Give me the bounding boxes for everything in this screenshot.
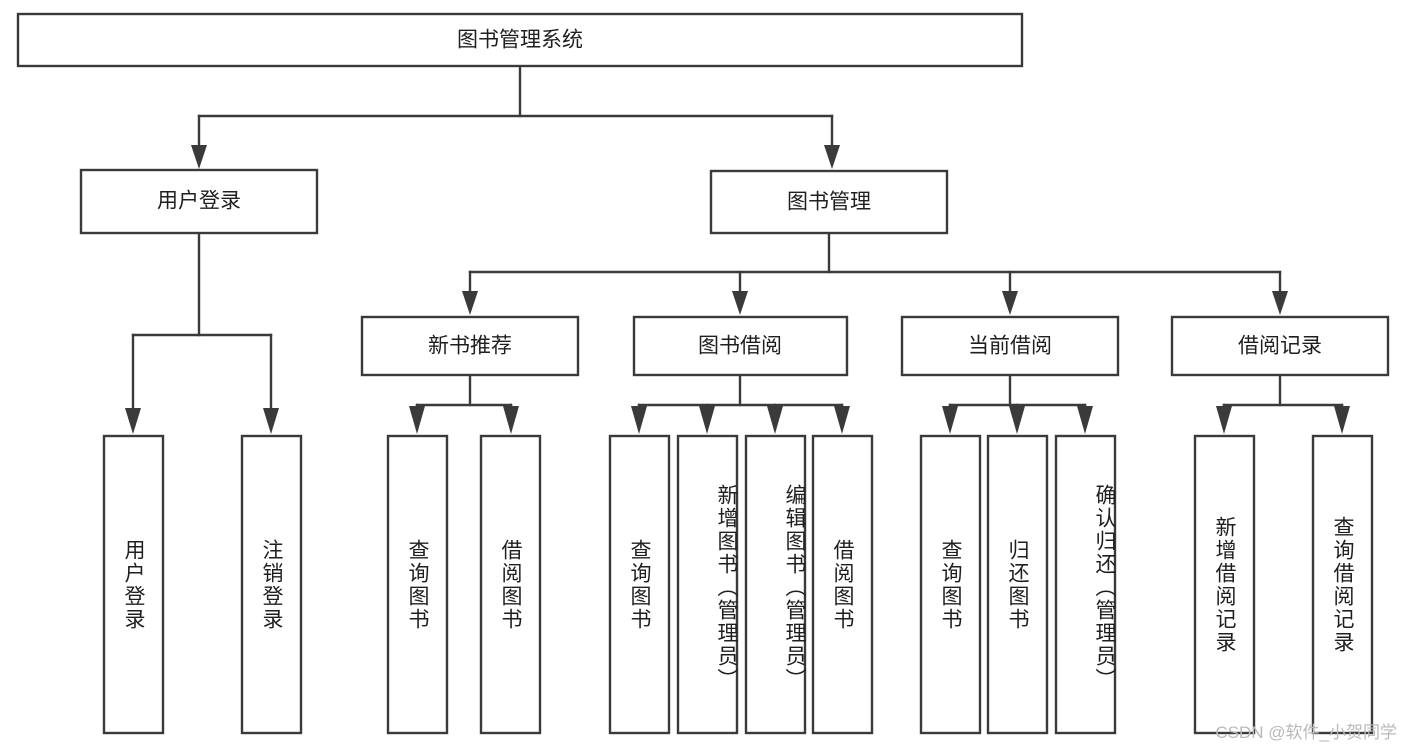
leaf-box-query-book-2[interactable]: [608, 434, 671, 735]
connector-newbooks-to-leaves: [409, 373, 519, 434]
leaf-box-logout[interactable]: [240, 434, 303, 735]
connector-current-to-leaves: [942, 373, 1093, 434]
leaf-box-return-book[interactable]: [986, 434, 1049, 735]
node-book-borrow-label: 图书借阅: [698, 335, 782, 358]
leaf-box-query-book-3[interactable]: [919, 434, 982, 735]
node-book-management[interactable]: 图书管理: [709, 169, 949, 235]
node-root-label: 图书管理系统: [457, 29, 583, 52]
leaf-box-edit-book[interactable]: [744, 434, 807, 735]
node-new-book-recommend[interactable]: 新书推荐: [360, 315, 580, 377]
node-user-login-label: 用户登录: [157, 190, 241, 213]
node-current-borrow[interactable]: 当前借阅: [900, 315, 1120, 377]
node-borrow-records-label: 借阅记录: [1238, 335, 1322, 358]
leaf-box-query-book-1[interactable]: [386, 434, 449, 735]
watermark-text: CSDN @软件_小贺同学: [1215, 723, 1397, 742]
leaf-boxes: [102, 434, 1374, 735]
node-book-borrow[interactable]: 图书借阅: [632, 315, 849, 377]
connector-root-to-level2: [191, 64, 840, 169]
leaf-box-user-login[interactable]: [102, 434, 165, 735]
node-user-login[interactable]: 用户登录: [79, 168, 319, 235]
connector-records-to-leaves: [1216, 373, 1350, 434]
connector-borrow-to-leaves: [631, 373, 850, 434]
node-current-borrow-label: 当前借阅: [968, 335, 1052, 358]
node-book-management-label: 图书管理: [787, 191, 871, 214]
node-borrow-records[interactable]: 借阅记录: [1170, 315, 1390, 377]
leaf-box-borrow-book-2[interactable]: [811, 434, 874, 735]
connector-bookmgmt-to-level3: [462, 230, 1288, 315]
leaf-box-add-record[interactable]: [1193, 434, 1256, 735]
node-root[interactable]: 图书管理系统: [16, 12, 1024, 68]
node-new-book-recommend-label: 新书推荐: [428, 335, 512, 358]
leaf-box-borrow-book-1[interactable]: [479, 434, 542, 735]
leaf-box-add-book[interactable]: [676, 434, 739, 735]
connector-userlogin-to-leaves: [125, 231, 279, 434]
leaf-box-query-record[interactable]: [1311, 434, 1374, 735]
leaf-box-confirm-return[interactable]: [1054, 434, 1117, 735]
